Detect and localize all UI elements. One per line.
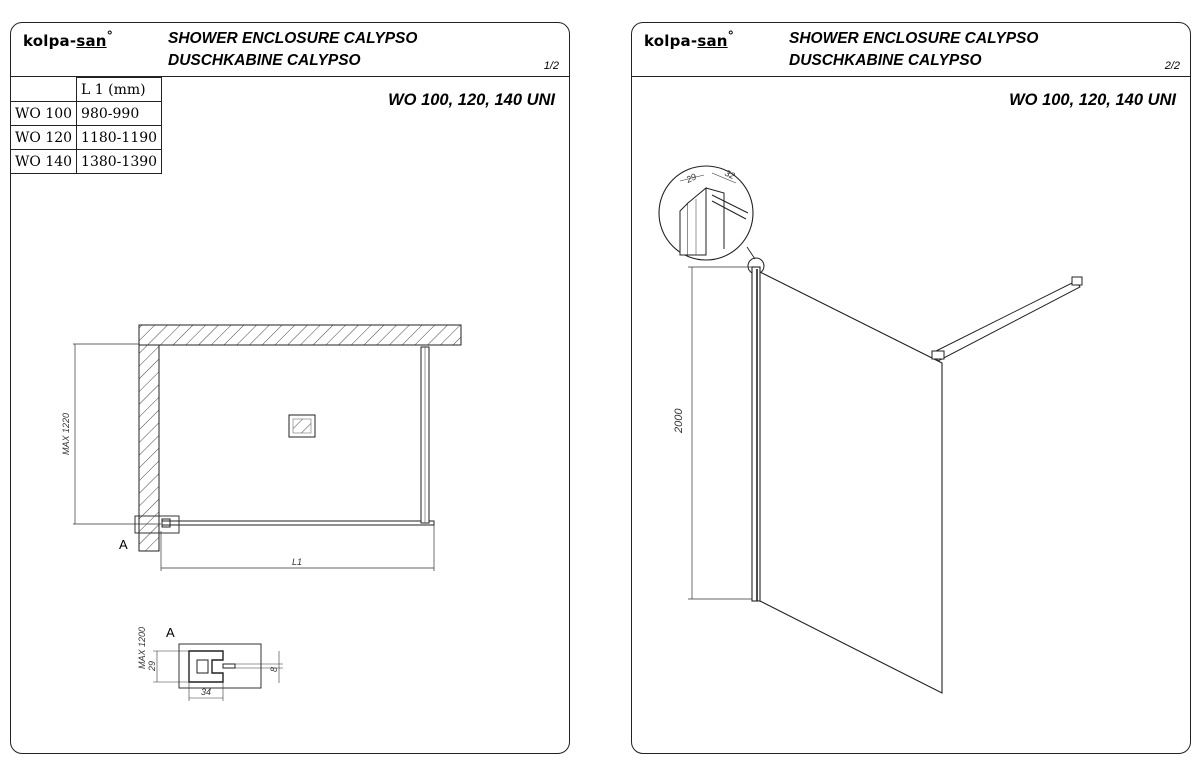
brand-logo: kolpa-san° [23, 28, 113, 50]
header-divider [11, 76, 569, 77]
detail-width-label: 34 [201, 687, 211, 697]
width-dimension [160, 525, 435, 571]
table-cell-value: 1180-1190 [76, 125, 163, 150]
depth-dimension [73, 343, 161, 525]
header-divider [632, 76, 1190, 77]
plan-drawing: MAX 1220 L1 A A MAX 1200 29 34 [61, 324, 462, 701]
detail-a-box [134, 515, 180, 534]
magnifier-pointer [746, 246, 756, 260]
profile-width-1: 29 [684, 172, 698, 186]
height-label: 2000 [673, 408, 685, 434]
title-de: DUSCHKABINE CALYPSO [789, 52, 982, 69]
top-wall [138, 324, 462, 346]
profile-detail [153, 643, 283, 701]
table-cell-model: WO 140 [11, 149, 78, 174]
isometric-drawing: 29 32 2000 [658, 165, 1083, 694]
model-label: WO 100, 120, 140 UNI [1009, 91, 1176, 109]
brand-name-part: san [697, 32, 728, 50]
detail-max-label: MAX 1200 [137, 627, 147, 669]
drain-icon [288, 414, 316, 438]
model-label: WO 100, 120, 140 UNI [388, 91, 555, 109]
table-cell-value: 980-990 [76, 101, 163, 126]
title-de: DUSCHKABINE CALYPSO [168, 52, 361, 69]
table-cell-value: 1380-1390 [76, 149, 163, 174]
page-number: 2/2 [1164, 60, 1180, 72]
glass-panel [161, 520, 435, 526]
height-dimension [688, 266, 752, 600]
brand-mark: ° [106, 28, 114, 43]
depth-label: MAX 1220 [61, 413, 71, 455]
profile-width-2: 32 [723, 168, 736, 181]
bar-wall-bracket [1071, 276, 1083, 286]
bar-clamp [931, 350, 945, 360]
brand-name-part: kolpa- [644, 32, 698, 50]
title-en: SHOWER ENCLOSURE CALYPSO [789, 30, 1039, 47]
brand-name-part: san [76, 32, 107, 50]
table-header: L 1 (mm) [76, 77, 163, 102]
detail-gap-label: 8 [269, 667, 279, 672]
page-number: 1/2 [543, 60, 559, 72]
detail-title: A [166, 625, 175, 640]
brand-mark: ° [727, 28, 735, 43]
table-row: WO 120 1180-1190 [11, 125, 163, 150]
profile-magnifier [658, 165, 754, 261]
width-label: L1 [292, 557, 302, 567]
size-table: L 1 (mm) WO 100 980-990 WO 120 1180-1190… [11, 77, 163, 174]
brand-logo: kolpa-san° [644, 28, 734, 50]
detail-reference: A [119, 537, 128, 552]
table-row: WO 140 1380-1390 [11, 149, 163, 174]
table-header-row: L 1 (mm) [11, 77, 163, 102]
title-en: SHOWER ENCLOSURE CALYPSO [168, 30, 418, 47]
drawing-sheet-2: kolpa-san° SHOWER ENCLOSURE CALYPSO DUSC… [631, 22, 1191, 754]
glass-panel [757, 270, 943, 694]
drawing-sheet-1: kolpa-san° SHOWER ENCLOSURE CALYPSO DUSC… [10, 22, 570, 754]
wall-profile [751, 266, 761, 602]
detail-height-label: 29 [147, 661, 157, 672]
brand-name-part: kolpa- [23, 32, 77, 50]
support-bar [931, 280, 1081, 362]
left-wall [138, 344, 160, 552]
wall-profile [161, 518, 171, 528]
